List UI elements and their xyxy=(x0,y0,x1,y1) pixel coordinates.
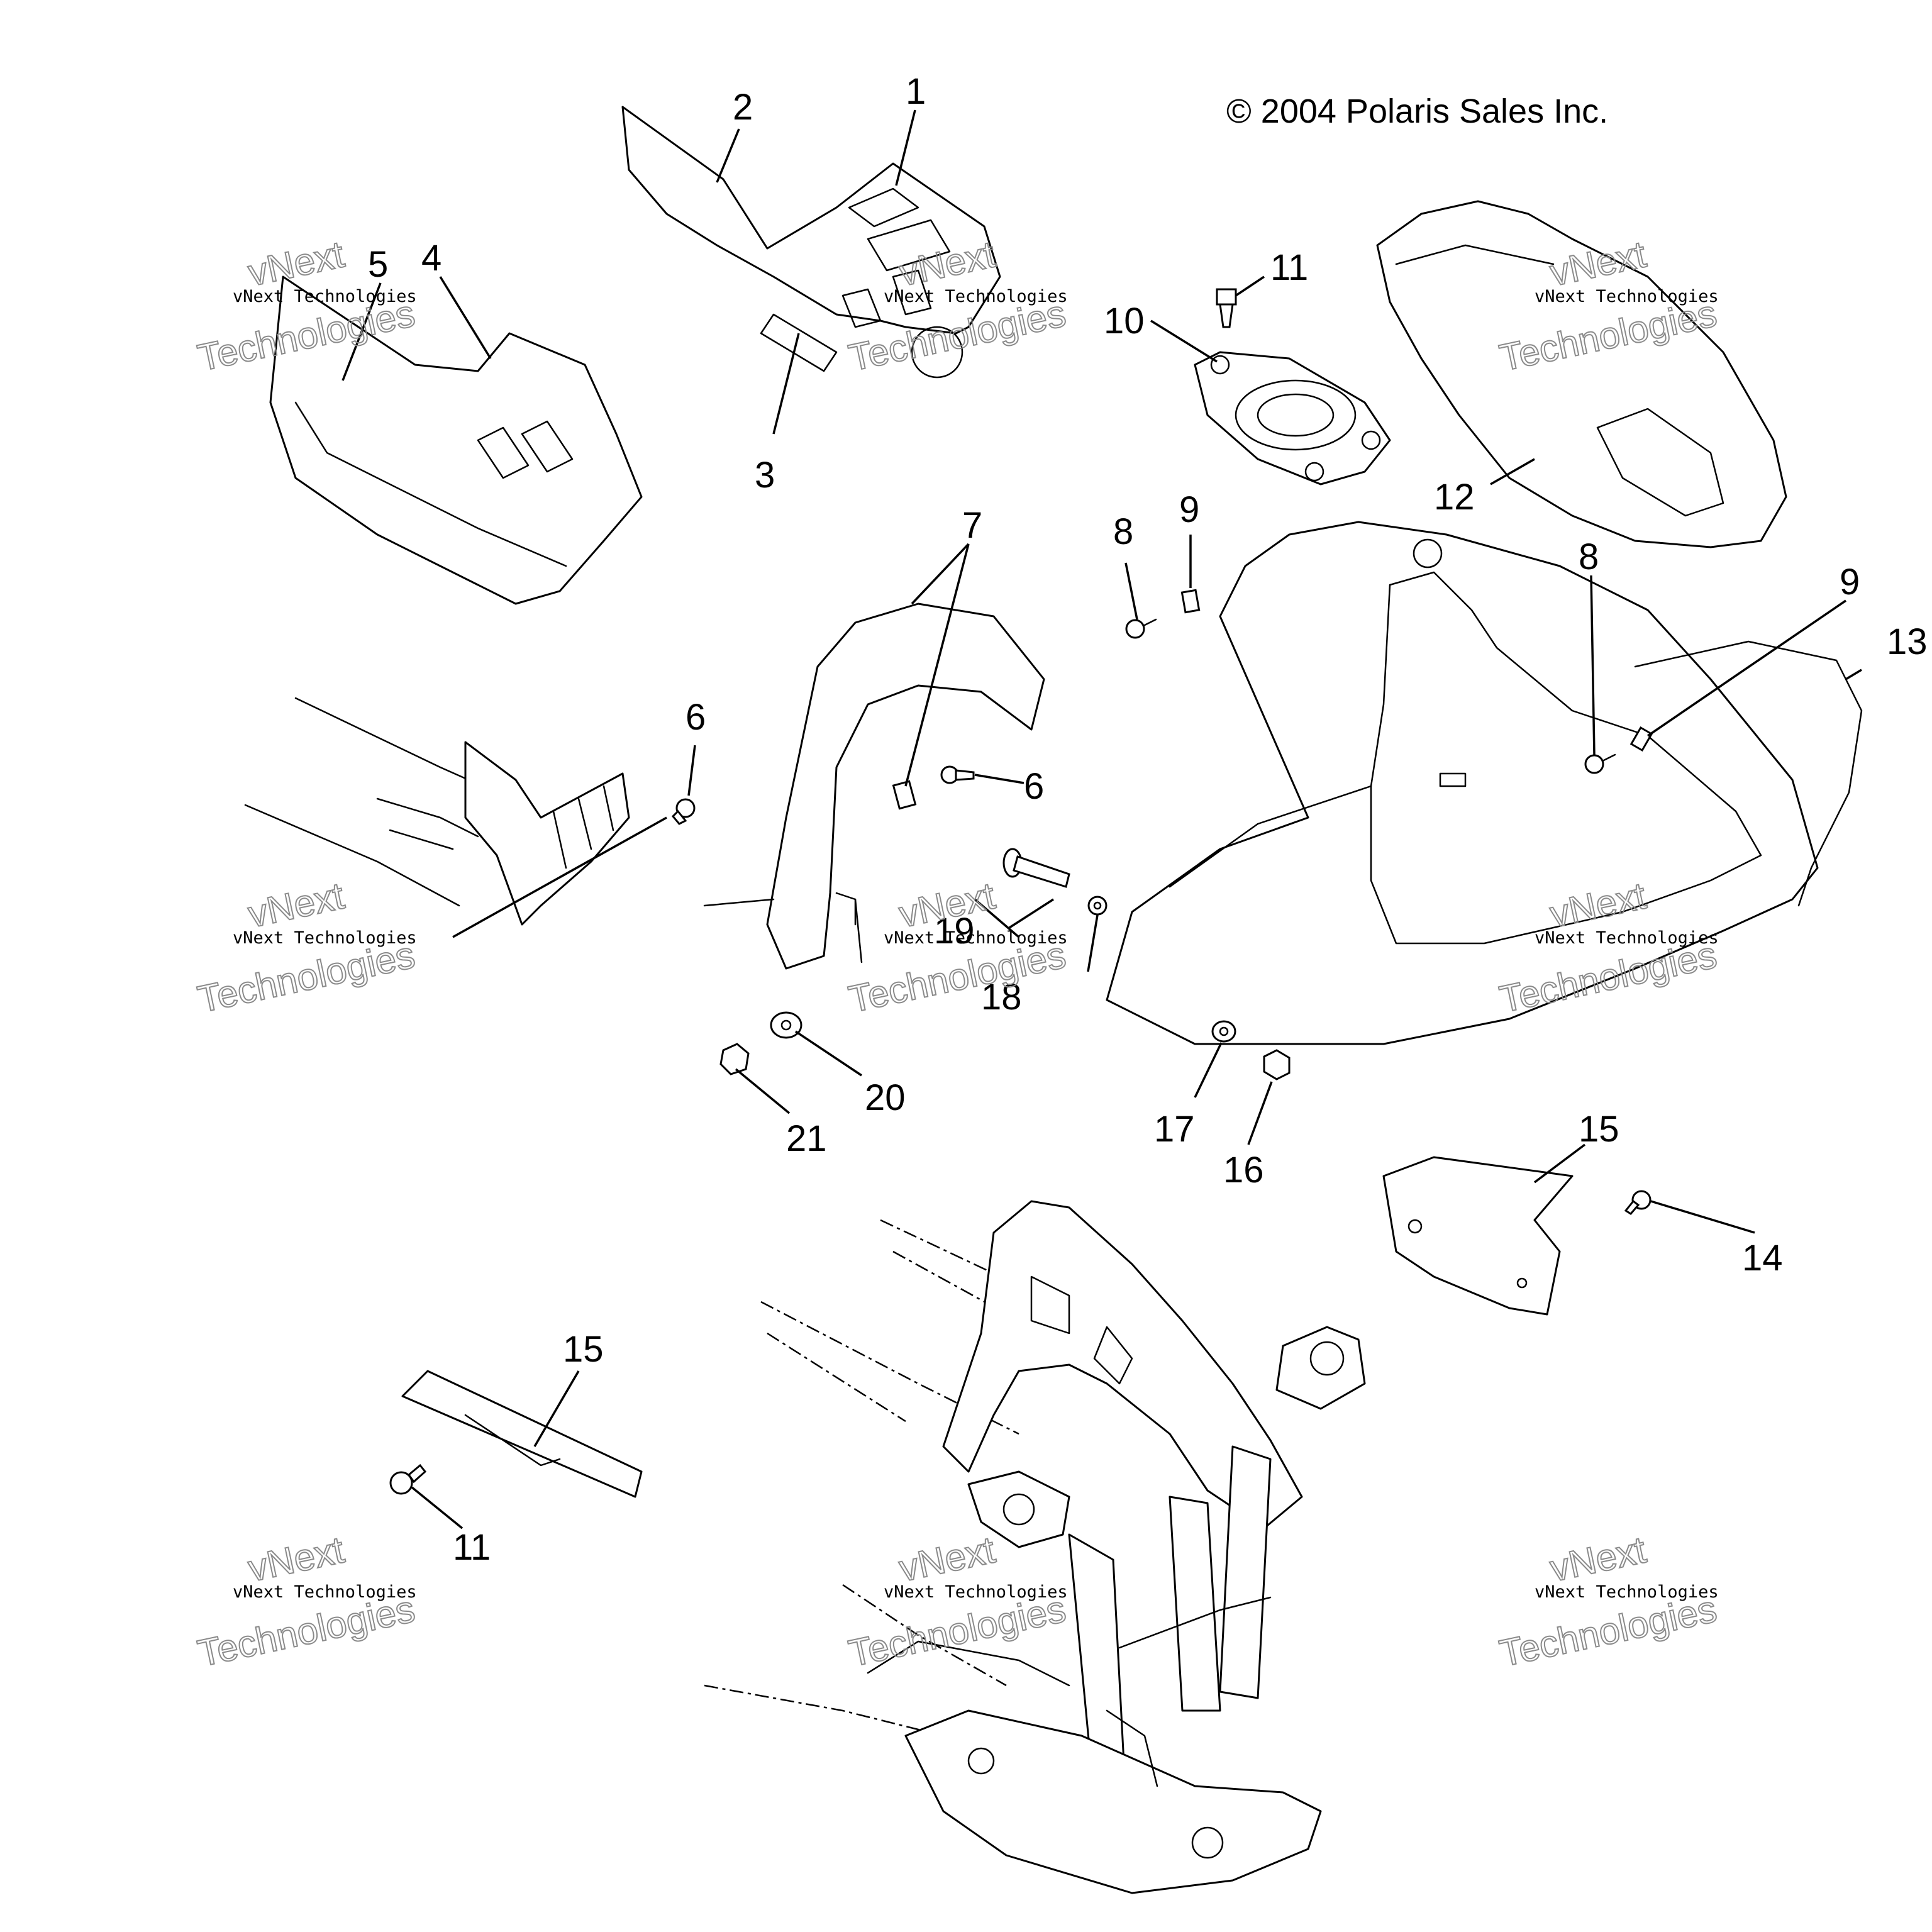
callout-8-right: 8 xyxy=(1579,536,1599,577)
callout-numbers: 1 2 3 4 5 6 6 7 8 8 9 9 10 11 11 12 13 1… xyxy=(368,71,1928,1568)
callout-20: 20 xyxy=(865,1077,906,1118)
screw-6-right xyxy=(940,765,975,784)
svg-text:vNext: vNext xyxy=(1546,1528,1650,1589)
svg-text:vNext: vNext xyxy=(896,1528,999,1589)
svg-text:vNext Technologies: vNext Technologies xyxy=(1535,287,1719,306)
svg-text:vNext Technologies: vNext Technologies xyxy=(884,1582,1068,1602)
washer-20 xyxy=(770,1011,802,1039)
washer-17 xyxy=(1211,1020,1236,1043)
svg-text:vNext Technologies: vNext Technologies xyxy=(1535,928,1719,948)
frame-part xyxy=(704,1200,1366,1894)
callout-16: 16 xyxy=(1223,1150,1264,1191)
callout-15-right: 15 xyxy=(1579,1109,1619,1150)
screw-11-bottom xyxy=(389,1463,427,1495)
callout-15-left: 15 xyxy=(563,1329,604,1370)
leader-lines xyxy=(341,109,1862,1530)
callout-9-right: 9 xyxy=(1840,562,1860,602)
callout-11-top: 11 xyxy=(1270,247,1308,288)
callout-11-bottom: 11 xyxy=(453,1527,491,1568)
footrest-part xyxy=(244,697,667,938)
screw-6-left xyxy=(671,798,696,825)
clip-7 xyxy=(892,780,917,810)
watermark-7: vNext vNext Technologies Technologies xyxy=(194,1528,419,1675)
nut-16 xyxy=(1263,1049,1291,1080)
callout-12: 12 xyxy=(1434,477,1475,518)
callout-8-left: 8 xyxy=(1113,511,1133,552)
callout-19: 19 xyxy=(934,911,975,952)
callout-18: 18 xyxy=(981,977,1022,1018)
left-splash-part xyxy=(401,1370,643,1498)
svg-text:vNext Technologies: vNext Technologies xyxy=(884,287,1068,306)
svg-text:vNext Technologies: vNext Technologies xyxy=(1535,1582,1719,1602)
watermark-5: vNext vNext Technologies Technologies xyxy=(845,874,1070,1021)
hardware-group xyxy=(389,288,1653,1495)
callout-17: 17 xyxy=(1154,1109,1195,1150)
callout-4: 4 xyxy=(421,238,441,279)
washer-18 xyxy=(1087,896,1108,916)
callout-21: 21 xyxy=(786,1118,827,1159)
watermark-4: vNext vNext Technologies Technologies xyxy=(194,874,419,1021)
svg-text:vNext: vNext xyxy=(245,233,348,294)
copyright-text: © 2004 Polaris Sales Inc. xyxy=(1226,92,1608,130)
nut-21 xyxy=(719,1043,750,1075)
svg-text:vNext Technologies: vNext Technologies xyxy=(233,287,417,306)
callout-10: 10 xyxy=(1104,301,1145,341)
callout-5: 5 xyxy=(368,244,388,285)
svg-text:vNext: vNext xyxy=(245,1528,348,1589)
callout-2: 2 xyxy=(733,87,753,128)
callout-6-right: 6 xyxy=(1024,766,1044,807)
left-panel-part xyxy=(269,275,643,605)
watermark-8: vNext vNext Technologies Technologies xyxy=(845,1528,1070,1675)
front-fender-part xyxy=(703,602,1045,970)
callout-14: 14 xyxy=(1742,1238,1783,1279)
callout-13: 13 xyxy=(1887,621,1928,662)
svg-text:vNext Technologies: vNext Technologies xyxy=(233,1582,417,1602)
right-bracket-part xyxy=(1382,1156,1574,1316)
callout-6-left: 6 xyxy=(686,697,706,738)
seat-part xyxy=(1376,200,1787,548)
front-panel-part xyxy=(621,106,1001,379)
svg-text:vNext: vNext xyxy=(896,874,999,935)
rear-body-part xyxy=(1106,521,1863,1045)
clip-9-right xyxy=(1629,726,1653,752)
bolt-8-left xyxy=(1125,618,1157,639)
bolt-8-right xyxy=(1584,753,1616,774)
clip-9-left xyxy=(1180,589,1201,614)
screw-11-top xyxy=(1216,288,1237,328)
cap-plate-part xyxy=(1194,351,1391,486)
screw-14 xyxy=(1624,1190,1652,1215)
watermark-9: vNext vNext Technologies Technologies xyxy=(1496,1528,1721,1675)
callout-3: 3 xyxy=(755,455,775,496)
svg-text:vNext Technologies: vNext Technologies xyxy=(884,928,1068,948)
svg-text:vNext: vNext xyxy=(245,874,348,935)
callout-9-left: 9 xyxy=(1179,489,1199,530)
bolt-19 xyxy=(1002,848,1070,888)
callout-1: 1 xyxy=(906,71,926,112)
svg-text:vNext Technologies: vNext Technologies xyxy=(233,928,417,948)
callout-7: 7 xyxy=(962,505,982,546)
